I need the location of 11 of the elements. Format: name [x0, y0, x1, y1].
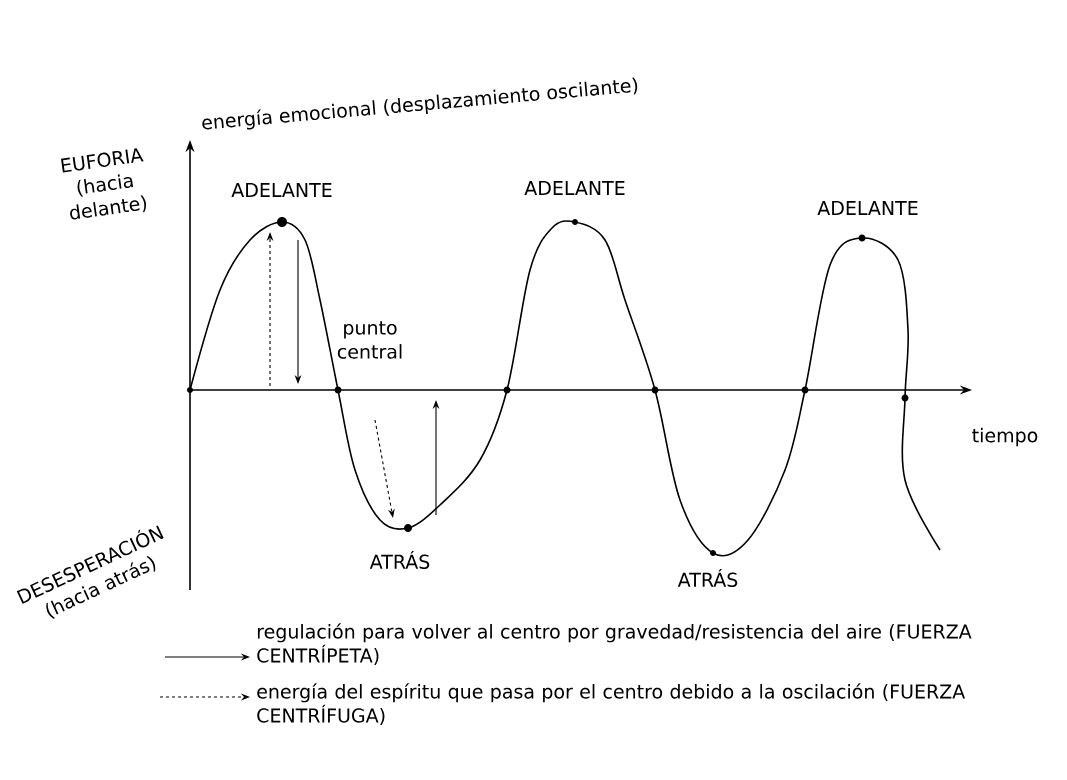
peak-label: ADELANTE	[817, 201, 918, 215]
trough-label: ATRÁS	[677, 569, 738, 587]
legend-text: regulación para volver al centro por gravedad/resistencia del aire (FUERZA CENTRÍPETA)	[257, 623, 972, 665]
peak-label: ADELANTE	[524, 181, 625, 195]
peak-label: ADELANTE	[231, 183, 332, 197]
legend-text: energía del espíritu que pasa por el centro debido a la oscilación (FUERZA CENTRÍFUGA)	[257, 683, 966, 725]
axis-label: EUFORIA (hacia delante)	[61, 148, 147, 220]
trough-label: ATRÁS	[369, 551, 430, 569]
center-label: punto central	[337, 321, 402, 359]
axis-title: energía emocional (desplazamiento oscilante)	[202, 77, 638, 130]
axis-label: tiempo	[972, 427, 1038, 447]
